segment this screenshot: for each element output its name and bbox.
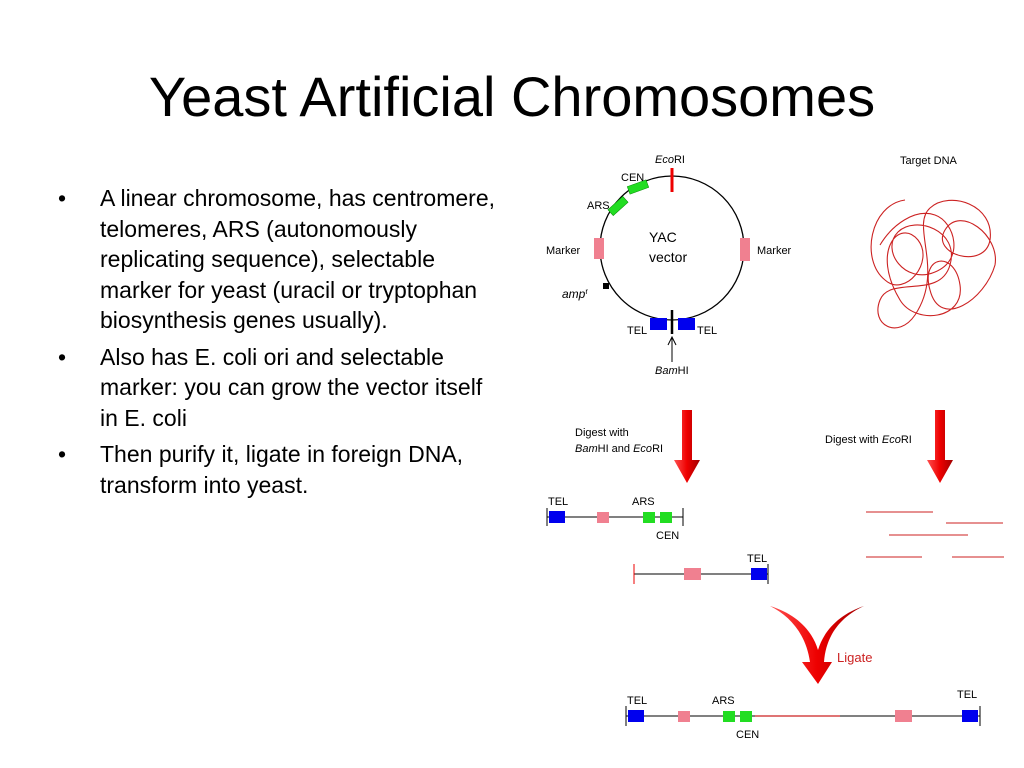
ampr-mark	[603, 283, 609, 289]
tel-box	[549, 511, 565, 523]
bullet-list: •A linear chromosome, has centromere, te…	[58, 183, 498, 506]
down-arrow-icon	[674, 410, 700, 483]
marker-left-label: Marker	[546, 245, 581, 257]
target-dna-label: Target DNA	[900, 155, 958, 167]
digest-vector-line2: BamHI and EcoRI	[575, 443, 663, 455]
marker-right-label: Marker	[757, 245, 792, 257]
bamhi-label: BamHI	[655, 365, 689, 377]
tel-box-right	[962, 710, 978, 722]
bamhi-pointer-icon	[667, 335, 677, 346]
bullet-dot-icon: •	[58, 441, 67, 467]
ligate-step: Ligate	[770, 606, 872, 684]
ligate-label: Ligate	[837, 650, 872, 665]
yac-vector: EcoRI CEN ARS Marker Marker ampr TEL TEL…	[546, 154, 792, 377]
bullet-dot-icon: •	[58, 343, 67, 370]
ars-box	[607, 195, 629, 217]
bullet-dot-icon: •	[58, 185, 67, 211]
target-dna-fragments	[866, 511, 1004, 558]
ampr-label: ampr	[562, 287, 588, 301]
digest-target-label: Digest with EcoRI	[825, 434, 912, 446]
vector-fragment-2: TEL	[633, 553, 769, 584]
ligated-yac: TEL ARS CEN TEL	[625, 689, 981, 741]
bullet-item: •Then purify it, ligate in foreign DNA, …	[58, 441, 464, 498]
bullet-item: •A linear chromosome, has centromere, te…	[58, 185, 496, 333]
yac-label-line1: YAC	[649, 229, 677, 245]
tel-box-left	[628, 710, 644, 722]
yac-label-line2: vector	[649, 249, 687, 265]
slide-title: Yeast Artificial Chromosomes	[148, 65, 876, 128]
ars-label: ARS	[587, 200, 610, 212]
tel-label: TEL	[747, 553, 767, 565]
tel-left-label: TEL	[627, 695, 647, 707]
tel-label: TEL	[548, 496, 568, 508]
merge-arrow-icon	[770, 606, 864, 684]
ars-label: ARS	[632, 496, 655, 508]
tel-left-label: TEL	[627, 325, 647, 337]
tangled-dna-strand	[870, 199, 996, 329]
cen-label: CEN	[621, 172, 644, 184]
target-dna: Target DNA	[870, 155, 996, 329]
cen-label: CEN	[736, 729, 759, 741]
ars-box	[643, 512, 655, 523]
tel-box	[751, 568, 767, 580]
marker-box	[684, 568, 701, 580]
digest-target-step: Digest with EcoRI	[825, 410, 953, 483]
cen-label: CEN	[656, 530, 679, 542]
digest-vector-step: Digest with BamHI and EcoRI	[575, 410, 700, 483]
tel-right-label: TEL	[957, 689, 977, 701]
tel-box-right	[678, 318, 695, 330]
marker-box	[597, 512, 609, 523]
ecori-label: EcoRI	[655, 154, 685, 166]
tel-box-left	[650, 318, 667, 330]
cen-box	[626, 179, 650, 195]
vector-fragment-1: TEL ARS CEN	[546, 496, 684, 542]
cen-box	[660, 512, 672, 523]
down-arrow-icon	[927, 410, 953, 483]
marker-left-box	[594, 238, 604, 259]
ars-box	[723, 711, 735, 722]
marker-right-box	[740, 238, 750, 261]
bullet-item: •Also has E. coli ori and selectable mar…	[58, 343, 483, 431]
marker-box-left	[678, 711, 690, 722]
tel-right-label: TEL	[697, 325, 717, 337]
digest-vector-line1: Digest with	[575, 427, 629, 439]
ars-label: ARS	[712, 695, 735, 707]
cen-box	[740, 711, 752, 722]
marker-box-right	[895, 710, 912, 722]
